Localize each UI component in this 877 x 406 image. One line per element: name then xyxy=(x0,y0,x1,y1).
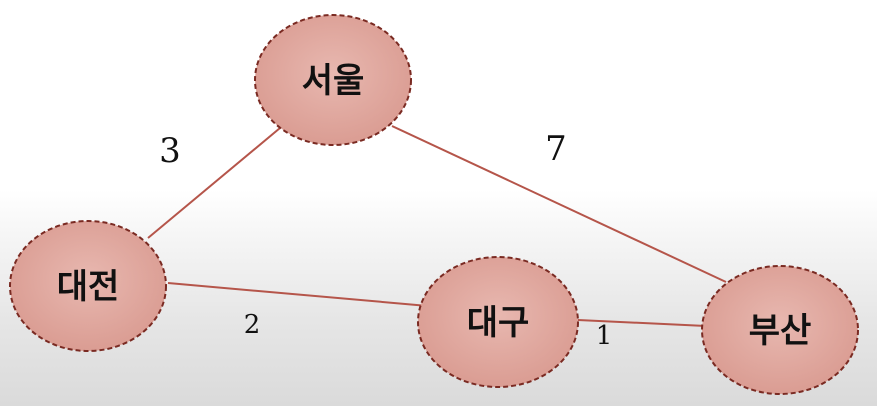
edge-seoul-busan xyxy=(391,125,727,283)
edge-daegu-busan xyxy=(577,319,707,327)
node-label-busan: 부산 xyxy=(749,311,812,351)
node-label-seoul: 서울 xyxy=(302,61,365,101)
node-label-daegu: 대구 xyxy=(467,303,530,343)
node-label-daejeon: 대전 xyxy=(57,267,120,307)
edge-seoul-daejeon xyxy=(147,127,281,239)
edge-weight-seoul-daejeon: 3 xyxy=(159,131,181,171)
edge-weight-daegu-busan: 1 xyxy=(596,321,613,351)
node-daejeon: 대전 xyxy=(9,220,167,352)
edge-weight-daejeon-daegu: 2 xyxy=(244,310,261,340)
edge-daejeon-daegu xyxy=(167,282,429,307)
node-seoul: 서울 xyxy=(254,14,412,146)
node-daegu: 대구 xyxy=(417,256,579,388)
edge-weight-seoul-busan: 7 xyxy=(545,129,567,169)
node-busan: 부산 xyxy=(701,265,859,395)
